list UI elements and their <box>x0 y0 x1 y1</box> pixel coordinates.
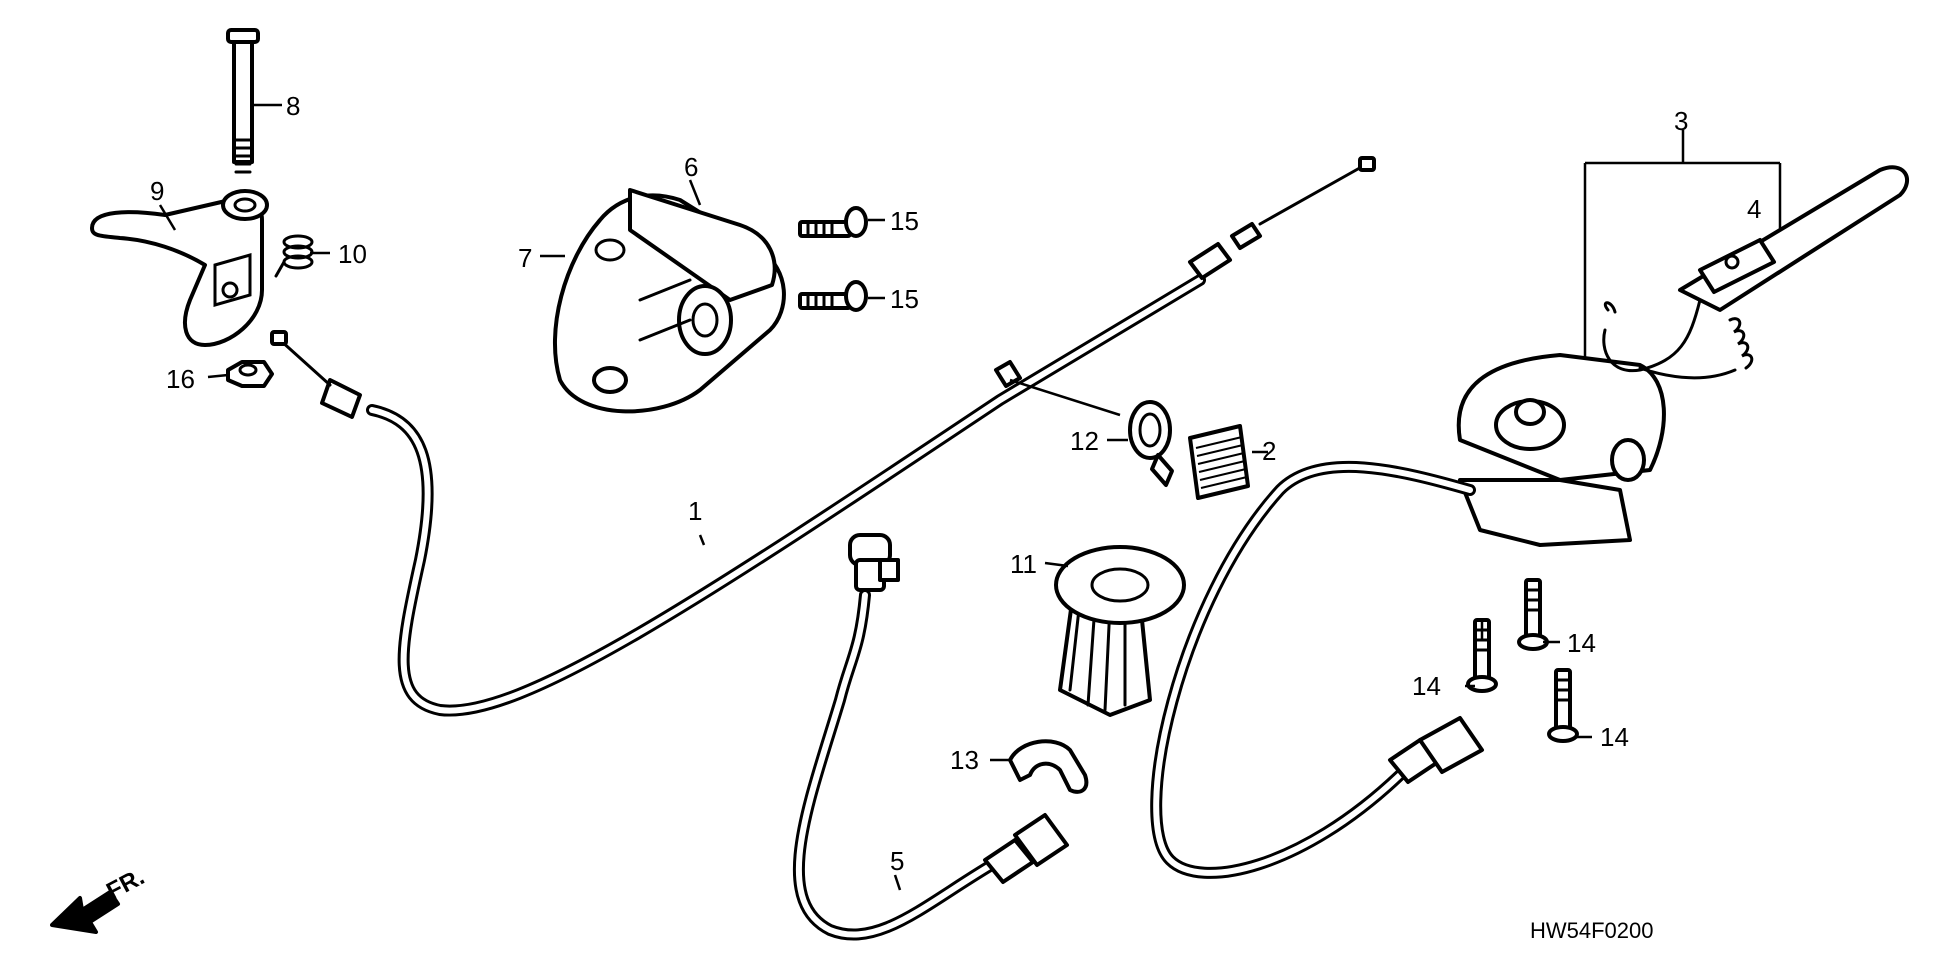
bolt-part-14-c <box>1547 668 1579 743</box>
bolt-part-14-a <box>1466 618 1498 693</box>
switch-assembly-part-3 <box>1150 353 1666 879</box>
band-part-12 <box>1128 400 1174 487</box>
pad-part-2 <box>1188 424 1250 500</box>
callout-14-b: 14 <box>1567 628 1596 658</box>
callout-7: 7 <box>518 243 532 273</box>
diagram-code: HW54F0200 <box>1530 918 1654 943</box>
clip-part-13 <box>1008 739 1089 794</box>
throttle-cable-part-1 <box>270 156 1376 717</box>
callout-15-lower: 15 <box>890 284 919 314</box>
bolt-part-8 <box>226 28 260 174</box>
leader-lines <box>158 103 1782 891</box>
callout-16: 16 <box>166 364 195 394</box>
nut-part-16 <box>226 360 274 388</box>
callout-1: 1 <box>688 496 702 526</box>
grommet-part-11 <box>1054 545 1186 717</box>
spring-part-10 <box>274 234 314 278</box>
throttle-housing-part-6-7 <box>552 188 786 414</box>
callout-8: 8 <box>286 91 300 121</box>
bolt-part-14-b <box>1517 578 1549 651</box>
callout-6: 6 <box>684 152 698 182</box>
callout-15-upper: 15 <box>890 206 919 236</box>
callout-5: 5 <box>890 846 904 876</box>
harness-part-5 <box>793 533 1069 941</box>
lever-part-9 <box>90 189 269 347</box>
bolt-part-15-lower <box>798 280 868 312</box>
callout-13: 13 <box>950 745 979 775</box>
callout-12: 12 <box>1070 426 1099 456</box>
callout-2: 2 <box>1262 436 1276 466</box>
bolt-part-15-upper <box>798 206 868 238</box>
callout-9: 9 <box>150 176 164 206</box>
callout-14-c: 14 <box>1600 722 1629 752</box>
callout-11: 11 <box>1010 549 1037 579</box>
callout-10: 10 <box>338 239 367 269</box>
lanyard-part-4 <box>1602 165 1910 380</box>
callout-4: 4 <box>1747 194 1761 224</box>
callout-3: 3 <box>1674 106 1688 136</box>
callout-14-a: 14 <box>1412 671 1441 701</box>
front-arrow-icon <box>50 890 120 934</box>
